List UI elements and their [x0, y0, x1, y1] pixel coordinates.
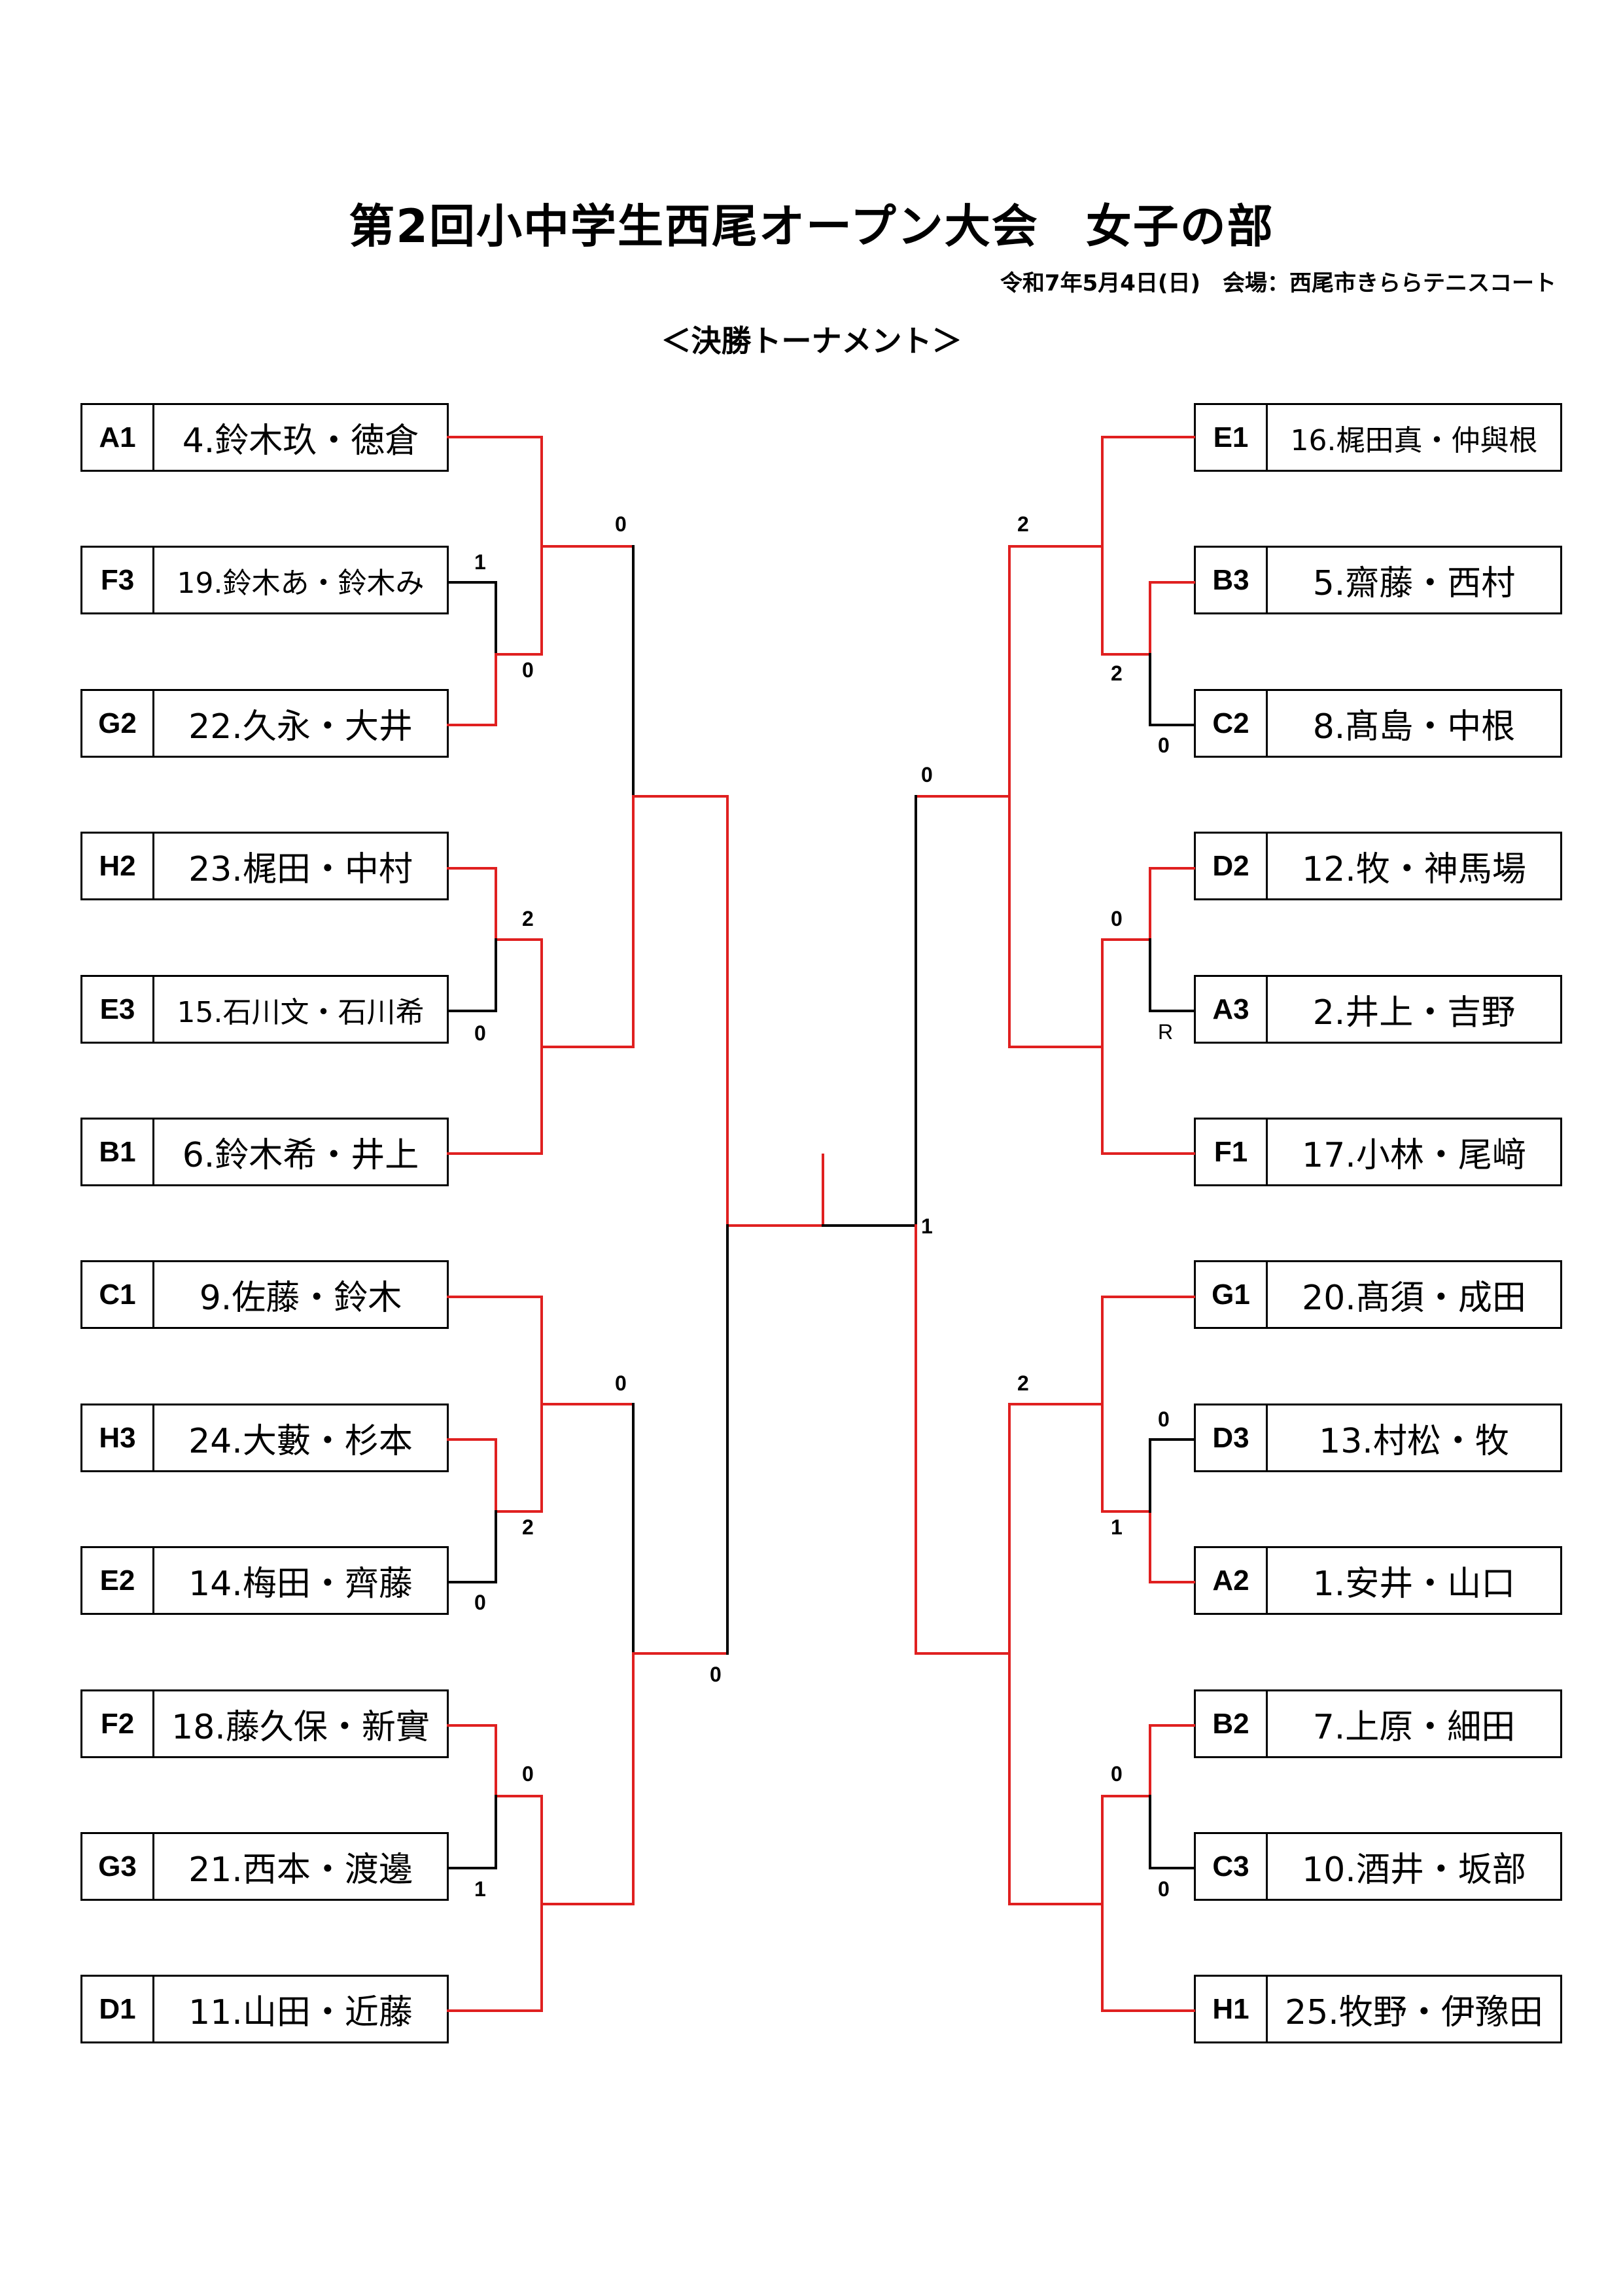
- entry-seed: H3: [82, 1405, 154, 1470]
- entry-seed: C1: [82, 1262, 154, 1327]
- entry-team: 11.山田・近藤: [188, 1993, 413, 2032]
- score-left-h3: 2: [522, 1515, 534, 1539]
- entry-team: 25.牧野・伊豫田: [1285, 1993, 1543, 2032]
- score-left-e2: 0: [474, 1591, 486, 1614]
- bracket-entry: F1 17.小林・尾﨑: [1194, 1118, 1562, 1186]
- bracket-entry: E2 14.梅田・齊藤: [80, 1546, 449, 1615]
- entry-team: 21.西本・渡邊: [188, 1850, 413, 1890]
- entry-seed: C3: [1196, 1834, 1268, 1899]
- entry-team: 7.上原・細田: [1312, 1708, 1516, 1747]
- entry-seed: A1: [82, 405, 154, 470]
- score-left-e3: 0: [474, 1021, 486, 1045]
- entry-seed: D2: [1196, 834, 1268, 898]
- entry-seed: B1: [82, 1120, 154, 1184]
- score-left-h2: 2: [522, 907, 534, 930]
- entry-seed: G2: [82, 691, 154, 756]
- entry-team: 10.酒井・坂部: [1302, 1850, 1526, 1890]
- entry-seed: E2: [82, 1548, 154, 1613]
- score-right-c2: 0: [1158, 733, 1170, 757]
- bracket-entry: G3 21.西本・渡邊: [80, 1832, 449, 1901]
- entry-seed: F1: [1196, 1120, 1268, 1184]
- score-right-b2: 0: [1111, 1762, 1123, 1786]
- entry-team: 4.鈴木玖・徳倉: [182, 421, 419, 461]
- entry-seed: B3: [1196, 548, 1268, 612]
- entry-team: 18.藤久保・新實: [171, 1708, 430, 1747]
- entry-team: 23.梶田・中村: [188, 850, 413, 889]
- bracket-entry: F2 18.藤久保・新實: [80, 1689, 449, 1758]
- entry-seed: B2: [1196, 1691, 1268, 1756]
- entry-seed: H1: [1196, 1977, 1268, 2041]
- bracket-entry: D2 12.牧・神馬場: [1194, 832, 1562, 900]
- entry-team: 2.井上・吉野: [1312, 993, 1516, 1033]
- entry-seed: D3: [1196, 1405, 1268, 1470]
- score-right-a3: R: [1158, 1020, 1173, 1044]
- entry-team: 8.髙島・中根: [1312, 707, 1516, 747]
- entry-seed: C2: [1196, 691, 1268, 756]
- bracket-entry: A2 1.安井・山口: [1194, 1546, 1562, 1615]
- bracket-entry: C1 9.佐藤・鈴木: [80, 1260, 449, 1329]
- score-right-a2: 1: [1111, 1515, 1123, 1539]
- page-title: 第2回小中学生西尾オープン大会 女子の部: [349, 200, 1274, 253]
- score-right-g1-semifinal: 2: [1017, 1371, 1029, 1395]
- entry-seed: H2: [82, 834, 154, 898]
- entry-team: 15.石川文・石川希: [177, 995, 425, 1029]
- entry-team: 6.鈴木希・井上: [182, 1136, 419, 1175]
- entry-seed: G3: [82, 1834, 154, 1899]
- bracket-entry: G2 22.久永・大井: [80, 689, 449, 758]
- score-center: 1: [921, 1214, 933, 1238]
- entry-team: 5.齋藤・西村: [1312, 564, 1516, 603]
- bracket-entry: H3 24.大藪・杉本: [80, 1404, 449, 1472]
- bracket-entry: D3 13.村松・牧: [1194, 1404, 1562, 1472]
- score-left-c1-semifinal: 0: [615, 1371, 627, 1395]
- bracket-entry: E3 15.石川文・石川希: [80, 975, 449, 1044]
- entry-seed: A2: [1196, 1548, 1268, 1613]
- entry-seed: F2: [82, 1691, 154, 1756]
- score-left-bottom-half: 0: [710, 1663, 722, 1686]
- score-right-top-half: 0: [921, 763, 933, 786]
- score-right-d2: 0: [1111, 907, 1123, 930]
- entry-team: 1.安井・山口: [1312, 1564, 1516, 1604]
- bracket-entry: E1 16.梶田真・仲與根: [1194, 403, 1562, 472]
- score-right-d3: 0: [1158, 1407, 1170, 1431]
- score-left-a1-semifinal: 0: [615, 512, 627, 536]
- entry-seed: D1: [82, 1977, 154, 2041]
- entry-team: 16.梶田真・仲與根: [1290, 423, 1538, 457]
- score-right-b3: 2: [1111, 662, 1123, 685]
- entry-seed: F3: [82, 548, 154, 612]
- score-right-c3: 0: [1158, 1877, 1170, 1901]
- entry-seed: G1: [1196, 1262, 1268, 1327]
- entry-team: 9.佐藤・鈴木: [199, 1279, 402, 1318]
- entry-team: 19.鈴木あ・鈴木み: [177, 566, 425, 600]
- bracket-entry: H1 25.牧野・伊豫田: [1194, 1975, 1562, 2043]
- entry-team: 22.久永・大井: [188, 707, 413, 747]
- entry-team: 17.小林・尾﨑: [1302, 1136, 1526, 1175]
- bracket-entry: B2 7.上原・細田: [1194, 1689, 1562, 1758]
- entry-seed: E3: [82, 977, 154, 1042]
- bracket-entry: A3 2.井上・吉野: [1194, 975, 1562, 1044]
- entry-team: 24.大藪・杉本: [188, 1422, 413, 1461]
- entry-team: 14.梅田・齊藤: [188, 1564, 413, 1604]
- bracket-entry: C3 10.酒井・坂部: [1194, 1832, 1562, 1901]
- score-right-e1-semifinal: 2: [1017, 512, 1029, 536]
- section-title: ＜決勝トーナメント＞: [661, 323, 962, 359]
- bracket-entry: G1 20.髙須・成田: [1194, 1260, 1562, 1329]
- event-date-venue: 令和7年5月4日(日) 会場：西尾市きららテニスコート: [1000, 270, 1556, 296]
- entry-team: 20.髙須・成田: [1302, 1279, 1526, 1318]
- bracket-entry: F3 19.鈴木あ・鈴木み: [80, 546, 449, 614]
- bracket-entry: C2 8.髙島・中根: [1194, 689, 1562, 758]
- bracket-entry: B1 6.鈴木希・井上: [80, 1118, 449, 1186]
- entry-seed: E1: [1196, 405, 1268, 470]
- score-left-g2: 0: [522, 658, 534, 682]
- entry-seed: A3: [1196, 977, 1268, 1042]
- score-left-f3: 1: [474, 550, 486, 574]
- entry-team: 12.牧・神馬場: [1302, 850, 1526, 889]
- bracket-entry: D1 11.山田・近藤: [80, 1975, 449, 2043]
- entry-team: 13.村松・牧: [1319, 1422, 1509, 1461]
- score-left-g3: 1: [474, 1877, 486, 1901]
- bracket-entry: B3 5.齋藤・西村: [1194, 546, 1562, 614]
- bracket-entry: H2 23.梶田・中村: [80, 832, 449, 900]
- score-left-f2: 0: [522, 1762, 534, 1786]
